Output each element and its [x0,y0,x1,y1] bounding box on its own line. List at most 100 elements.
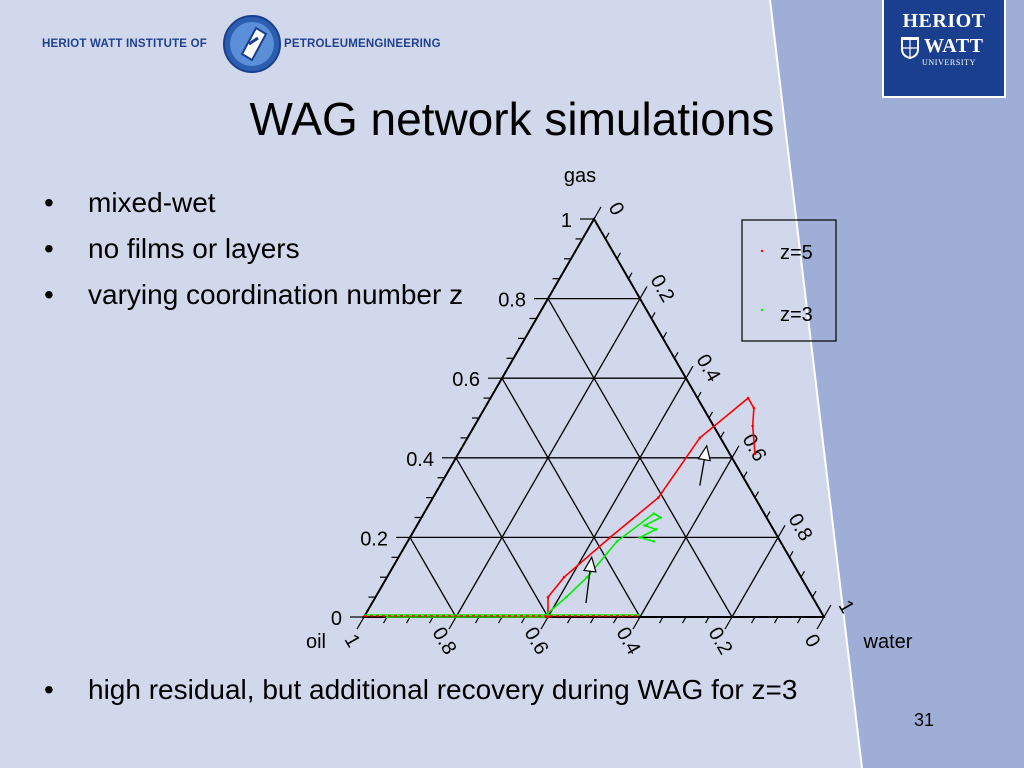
tick-label-left: 0 [331,608,342,630]
triangle-frame [362,217,826,618]
tick-layer: 0010.20.20.80.40.40.60.60.60.40.80.80.21… [331,199,858,659]
tick-bottom [566,616,572,624]
grid-layer [409,297,779,618]
tick-right [708,411,714,419]
tick-label-bottom: 0.8 [428,623,461,658]
grid-line-oil [409,537,457,618]
data-point [652,512,656,515]
institute-name-left: HERIOT WATT INSTITUTE OF [42,38,207,50]
data-point [746,396,750,400]
tick-right [823,604,832,618]
tick-label-right: 0.4 [692,351,725,386]
tick-right [593,206,602,220]
tick-label-right: 0.2 [646,271,679,306]
data-point [585,575,589,579]
axis-label-top: gas [564,165,596,187]
tick-right [742,471,748,479]
tick-right [754,491,760,498]
tick-bottom [796,616,802,624]
tick-right [650,312,656,319]
tick-label-left: 0.6 [452,369,480,391]
tick-label-bottom: 1 [340,631,365,652]
bullet-item: no films or layers [40,232,468,266]
data-point [638,536,642,539]
data-point [643,524,646,527]
bullet-list-bottom: high residual, but additional recovery d… [40,670,868,722]
axis-label-left: oil [306,631,326,653]
tick-right [662,332,668,339]
tick-label-bottom: 0.4 [612,623,645,658]
tick-right [673,351,679,359]
tick-bottom [658,616,664,624]
bullet-list-top: mixed-wet no films or layers varying coo… [40,186,468,324]
slide-title: WAG network simulations [249,93,775,145]
grid-line-water [547,377,687,618]
tick-label-left: 1 [561,210,572,232]
tick-label-bottom: 0 [800,631,825,652]
university-line3: UNIVERSITY [922,58,976,67]
tick-right [696,391,702,399]
tick-bottom [405,616,411,624]
tick-label-bottom: 0.2 [704,623,737,658]
tick-bottom [773,616,779,624]
data-point [657,496,660,499]
tick-right [719,431,725,439]
tick-right [604,232,610,240]
tick-bottom [750,616,756,624]
legend: z=5 z=3 [741,219,837,342]
tick-right [800,570,806,578]
tick-label-right: 0.8 [784,510,817,545]
tick-bottom [724,616,733,630]
arrow-head [697,444,712,462]
grid-line-water [731,537,779,618]
tick-label-left: 0.8 [498,290,526,312]
tick-bottom [704,616,710,624]
legend-label-z3: z=3 [780,304,813,326]
grid-line-water [639,457,733,618]
tick-label-left: 0.4 [406,449,434,471]
legend-label-z5: z=5 [780,242,813,264]
tick-bottom [816,616,825,630]
institute-name-right: PETROLEUMENGINEERING [284,38,441,50]
data-point [546,595,550,599]
tick-bottom [632,616,641,630]
arrow-layer [583,444,712,604]
data-point [752,406,756,410]
tick-bottom [448,616,457,630]
data-point [652,540,656,543]
tick-bottom [589,616,595,624]
tick-bottom [474,616,480,624]
crest-icon [901,37,919,59]
tick-bottom [356,616,365,630]
data-point [753,452,757,456]
bullet-item: mixed-wet [40,186,468,220]
tick-right [811,590,817,598]
tick-label-left: 0.2 [360,528,388,550]
tick-label-bottom: 0.6 [520,623,553,658]
petroleum-engineering-logo [223,15,281,73]
grid-line-oil [501,377,641,618]
tick-right [616,252,622,260]
series-layer [364,396,757,619]
data-point [608,536,612,539]
university-line1: HERIOT [902,10,986,32]
data-point [659,516,662,519]
bullet-item: varying coordination number z [40,278,468,312]
data-point [546,615,550,619]
legend-marker-z5 [760,249,764,253]
data-point [562,575,566,579]
tick-right [765,511,771,518]
arrow-head [583,555,597,573]
tick-right [627,272,633,280]
tick-bottom [681,616,687,624]
data-point [565,595,568,599]
data-point [654,528,658,531]
legend-marker-z3 [760,308,764,312]
tick-bottom [428,616,434,624]
tick-right [639,286,648,299]
data-point [615,540,619,543]
axis-label-right: water [863,631,913,653]
triangle-outline [362,217,826,618]
